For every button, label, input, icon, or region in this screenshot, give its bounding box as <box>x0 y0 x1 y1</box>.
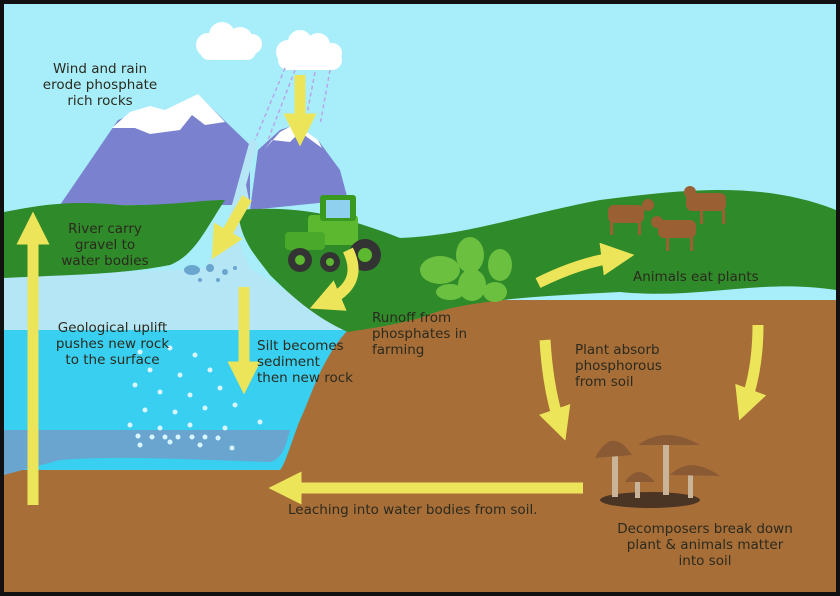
runoff-arrow <box>309 247 359 311</box>
label-runoff: Runoff from phosphates in farming <box>372 310 468 358</box>
label-silt: Silt becomes sediment then new rock <box>257 338 353 386</box>
label-uplift: Geological uplift pushes new rock to the… <box>55 320 170 368</box>
cloud-icon <box>196 22 262 60</box>
label-wind-rain: Wind and rain erode phosphate rich rocks <box>42 61 158 109</box>
animals-arrow <box>535 242 635 288</box>
mushrooms-icon <box>595 435 720 508</box>
river-arrow <box>211 195 252 260</box>
animals-to-soil-arrow <box>735 324 767 421</box>
lake <box>4 265 348 475</box>
gravel <box>184 264 237 282</box>
plant-absorb-arrow <box>539 339 571 441</box>
sediment-particles <box>127 345 263 451</box>
mountains <box>60 94 348 210</box>
label-plant-absorb: Plant absorb phosphorous from soil <box>575 342 662 390</box>
label-river: River carry gravel to water bodies <box>61 221 149 269</box>
rain-cloud-icon <box>276 30 342 70</box>
river <box>200 140 258 280</box>
label-decomposers: Decomposers break down plant & animals m… <box>617 521 793 569</box>
cows-icon <box>608 186 726 251</box>
plants-icon <box>420 237 512 302</box>
label-leaching: Leaching into water bodies from soil. <box>288 502 538 518</box>
label-animals: Animals eat plants <box>633 269 759 285</box>
tractor-icon <box>285 195 381 272</box>
